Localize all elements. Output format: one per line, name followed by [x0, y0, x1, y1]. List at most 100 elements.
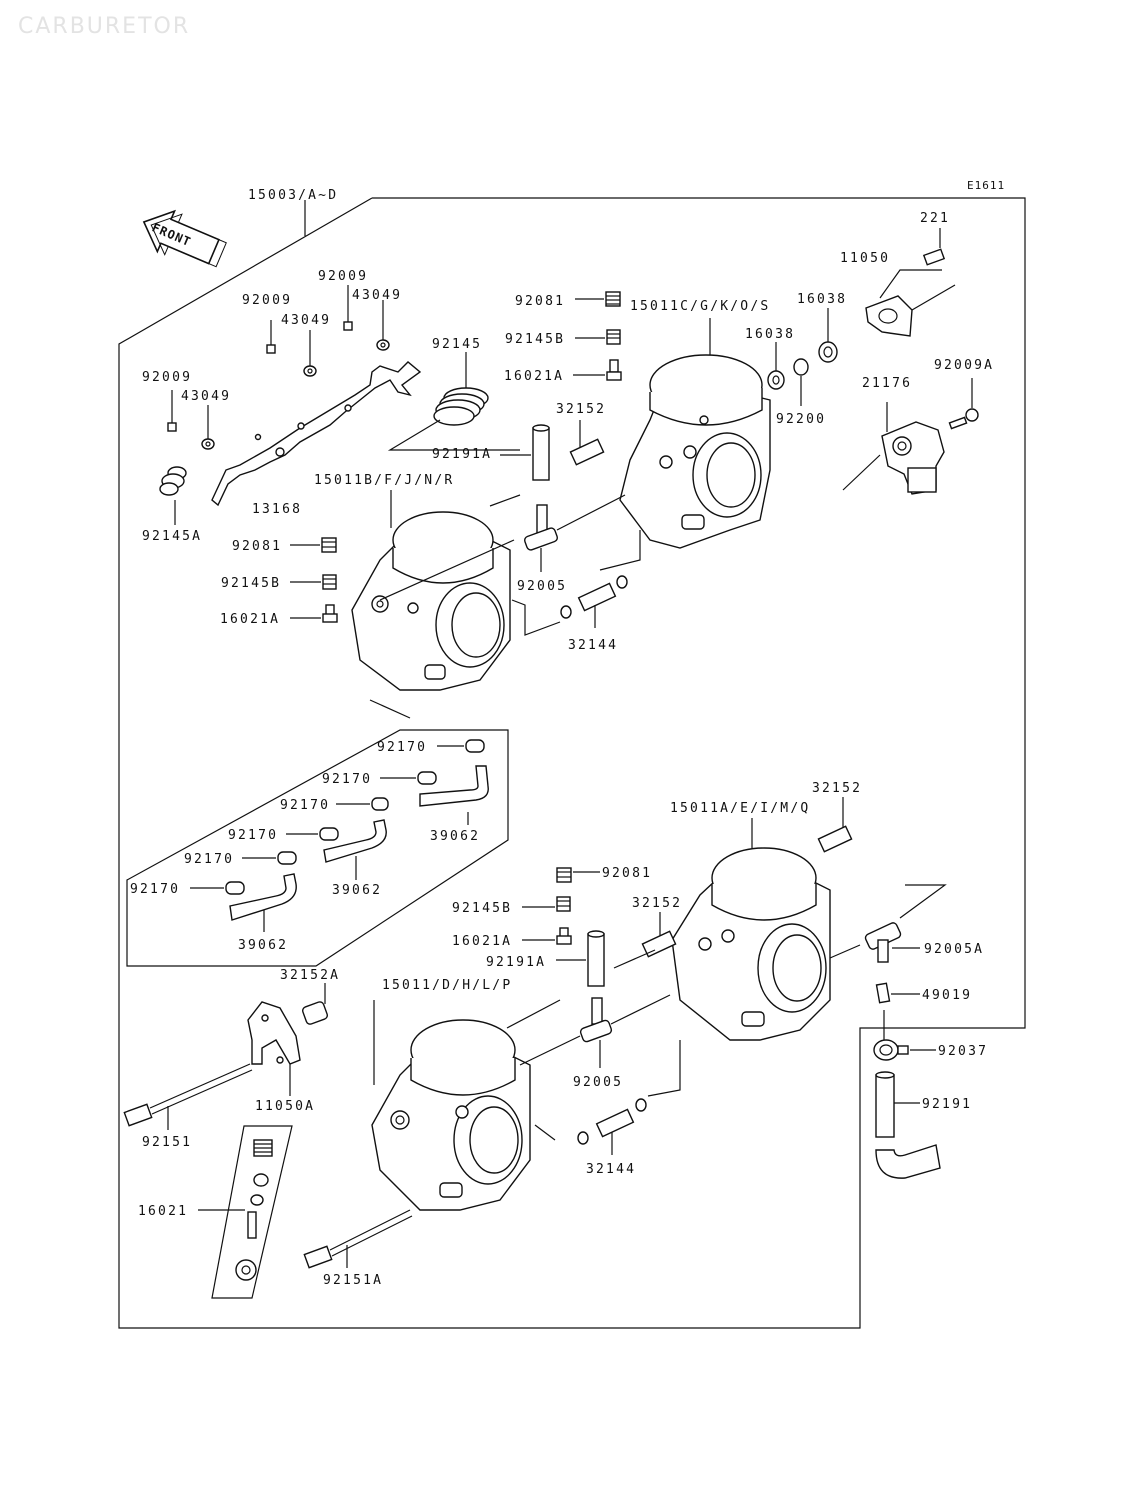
label-92151A: 92151A [323, 1273, 383, 1288]
fitting-49019 [875, 982, 920, 1004]
label-11050: 11050 [840, 251, 890, 266]
tube-32152-right [817, 797, 853, 853]
front-arrow-icon: FRONT [142, 209, 227, 268]
label-43049-c: 43049 [181, 389, 231, 404]
throttle-sensor-21176 [842, 402, 945, 495]
o-ring-92200 [793, 358, 809, 406]
washer-43049-1 [303, 330, 317, 377]
label-92170-f: 92170 [130, 882, 180, 897]
tube-92191A-top [500, 424, 550, 481]
label-92191: 92191 [922, 1097, 972, 1112]
joint-92005-top [379, 494, 626, 601]
label-13168: 13168 [252, 502, 302, 517]
label-43049-b: 43049 [281, 313, 331, 328]
carburetor-15011A [647, 818, 831, 1097]
label-92170-a: 92170 [377, 740, 427, 755]
hose-39062-3 [229, 873, 297, 932]
clamp-92037 [873, 1010, 936, 1061]
label-39062-c: 39062 [238, 938, 288, 953]
label-16038-b: 16038 [797, 292, 847, 307]
label-92145B-top: 92145B [505, 332, 565, 347]
joint-92005-low [519, 994, 671, 1068]
label-32152A: 32152A [280, 968, 340, 983]
label-92009-b: 92009 [242, 293, 292, 308]
label-32152-right: 32152 [812, 781, 862, 796]
label-assembly: 15003/A~D [248, 188, 338, 203]
hose-39062-1 [419, 765, 489, 825]
clamps-92170 [190, 739, 485, 895]
label-15011C: 15011C/G/K/O/S [630, 299, 770, 314]
label-92037: 92037 [938, 1044, 988, 1059]
pipe-32144-top [511, 575, 628, 636]
label-92081-mid: 92081 [232, 539, 282, 554]
screw-92009-1 [266, 320, 276, 354]
label-92005-top: 92005 [517, 579, 567, 594]
label-32144-low: 32144 [586, 1162, 636, 1177]
washer-16038-a [767, 342, 785, 390]
washer-16038-b [818, 308, 838, 363]
label-21176: 21176 [862, 376, 912, 391]
label-92170-d: 92170 [228, 828, 278, 843]
label-92191A-top: 92191A [432, 447, 492, 462]
label-16021A-top: 16021A [504, 369, 564, 384]
hose-kit-box [126, 729, 509, 967]
tube-32152-low [613, 912, 677, 969]
screw-16021A-low [522, 927, 572, 945]
label-92170-b: 92170 [322, 772, 372, 787]
label-16021A-mid: 16021A [220, 612, 280, 627]
tube-32152A [302, 983, 328, 1025]
spring-92145 [387, 352, 520, 451]
spring-92081-low [556, 867, 600, 883]
label-92005-low: 92005 [573, 1075, 623, 1090]
spring-92145B-mid [290, 574, 337, 590]
shaft-92151 [123, 1063, 253, 1130]
spring-92145B-low [522, 896, 571, 912]
screw-221 [922, 228, 946, 266]
label-43049-a: 43049 [352, 288, 402, 303]
label-92200: 92200 [776, 412, 826, 427]
label-92081-top: 92081 [515, 294, 565, 309]
tube-32152-top [569, 420, 605, 466]
seal-11050 [865, 269, 956, 337]
spring-92081-mid [290, 537, 337, 553]
label-92145B-low: 92145B [452, 901, 512, 916]
screw-92009-2 [343, 285, 353, 331]
label-15011B: 15011B/F/J/N/R [314, 473, 454, 488]
label-92005A: 92005A [924, 942, 984, 957]
label-92009-a: 92009 [318, 269, 368, 284]
screw-16021A-mid [290, 604, 338, 623]
hose-39062-2 [323, 819, 387, 880]
watermark-title: CARBURETOR [18, 14, 191, 39]
label-15011A: 15011A/E/I/M/Q [670, 801, 810, 816]
pilot-screw-kit-16021 [198, 1125, 293, 1299]
label-92145: 92145 [432, 337, 482, 352]
joint-92005A [829, 884, 947, 963]
label-16038-a: 16038 [745, 327, 795, 342]
lever-11050A [247, 1001, 301, 1096]
assembly-outline [118, 197, 1026, 1329]
pipe-32144-low [534, 1098, 647, 1155]
label-92191A-low: 92191A [486, 955, 546, 970]
label-32152-top: 32152 [556, 402, 606, 417]
carburetor-15011B [351, 490, 521, 719]
label-221: 221 [920, 211, 950, 226]
label-15011D: 15011/D/H/L/P [382, 978, 512, 993]
label-32152-low: 32152 [632, 896, 682, 911]
part-labels: 15003/A~D 221 11050 92009 43049 92009 43… [130, 188, 992, 1288]
carburetor-15011D [371, 999, 561, 1211]
label-16021: 16021 [138, 1204, 188, 1219]
label-92145A: 92145A [142, 529, 202, 544]
label-92081-low: 92081 [602, 866, 652, 881]
label-39062-a: 39062 [430, 829, 480, 844]
label-92170-e: 92170 [184, 852, 234, 867]
tube-92191A-low [556, 930, 605, 987]
label-39062-b: 39062 [332, 883, 382, 898]
label-92170-c: 92170 [280, 798, 330, 813]
screw-92009A [948, 378, 979, 430]
washer-43049-3 [201, 405, 215, 450]
label-92009-c: 92009 [142, 370, 192, 385]
label-11050A: 11050A [255, 1099, 315, 1114]
diagram-code: E1611 [967, 179, 1005, 192]
